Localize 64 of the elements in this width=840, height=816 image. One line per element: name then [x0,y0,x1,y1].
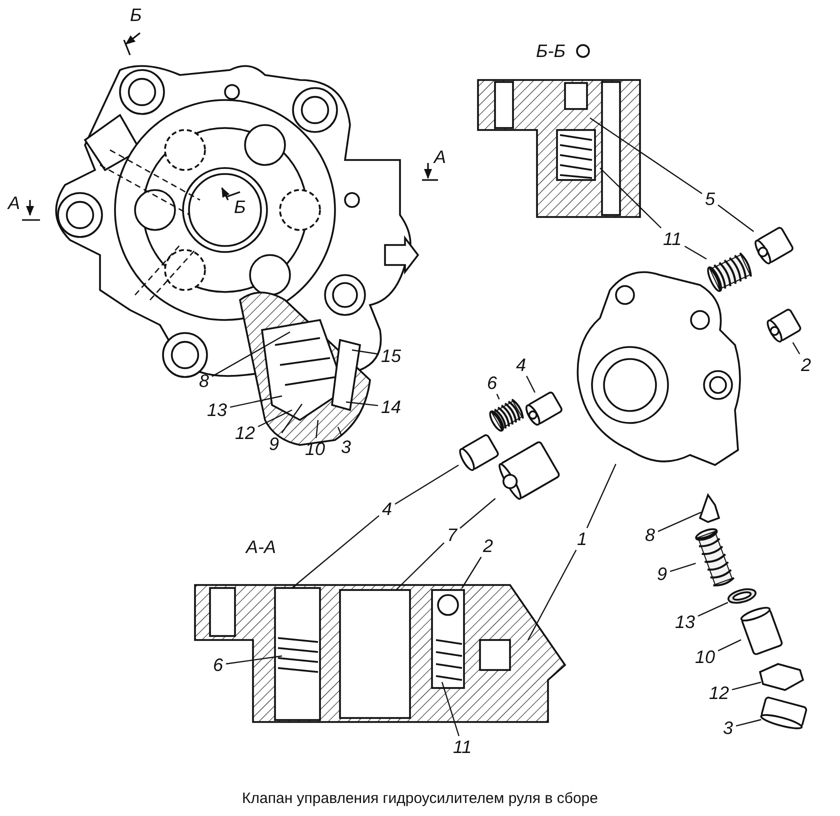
callout-number: 4 [381,500,394,518]
callout-number: 13 [206,401,228,419]
leader-line [352,349,378,355]
leader-line [212,331,290,377]
callout-number: 6 [212,656,224,674]
leader-line [394,464,459,505]
callout-number: 2 [800,356,812,374]
section-label: Б [234,198,246,216]
callout-number: 3 [722,719,734,737]
callout-number: 11 [452,738,473,756]
callout-number: 4 [515,356,528,374]
leader-line [698,602,728,617]
leader-line [396,542,444,590]
callout-number: 9 [656,565,668,583]
leader-line [718,639,742,652]
section-label: Б [130,6,142,24]
leader-line [316,420,319,438]
leader-line [526,376,536,393]
leader-line [226,655,282,664]
leader-line [281,404,302,434]
callout-number: 7 [446,526,458,544]
leader-line [670,562,696,572]
caption: Клапан управления гидроусилителем руля в сборе [242,790,598,807]
section-view-drawing [477,79,641,218]
callout-number: 3 [340,438,352,456]
leader-line [792,342,800,354]
callout-number: 14 [380,398,402,416]
section-label: Б-Б [536,42,566,60]
callout-number: 15 [380,347,402,365]
callout-number: 5 [704,190,716,208]
section-label: А-А [246,538,276,556]
leader-line [590,118,702,194]
nut-drawing [758,663,804,691]
callout-number: 10 [694,648,716,666]
leader-line [718,204,754,232]
valve-housing-drawing [576,271,741,466]
washer-drawing [728,588,756,604]
leader-line [292,515,380,588]
leader-line [460,498,496,529]
leader-line [230,395,282,408]
section-view-drawing [194,584,566,723]
section-label: А [8,194,20,212]
leader-line [732,682,762,690]
leader-line [684,246,707,260]
leader-line [337,426,342,436]
leader-line [586,464,616,528]
leader-line [658,512,702,532]
callout-number: 11 [662,230,683,248]
callout-number: 9 [268,435,280,453]
callout-number: 8 [198,372,210,390]
leader-line [496,394,500,400]
callout-number: 13 [674,613,696,631]
leader-line [600,168,662,228]
callout-number: 12 [708,684,730,702]
leader-line [462,556,482,588]
callout-number: 2 [482,537,494,555]
callout-number: 1 [576,530,588,548]
callout-number: 8 [644,526,656,544]
callout-number: 12 [234,424,256,442]
leader-line [736,719,762,727]
section-label: А [434,148,446,166]
valve-needle-drawing [698,493,720,523]
leader-line [527,550,577,640]
callout-number: 6 [486,374,498,392]
